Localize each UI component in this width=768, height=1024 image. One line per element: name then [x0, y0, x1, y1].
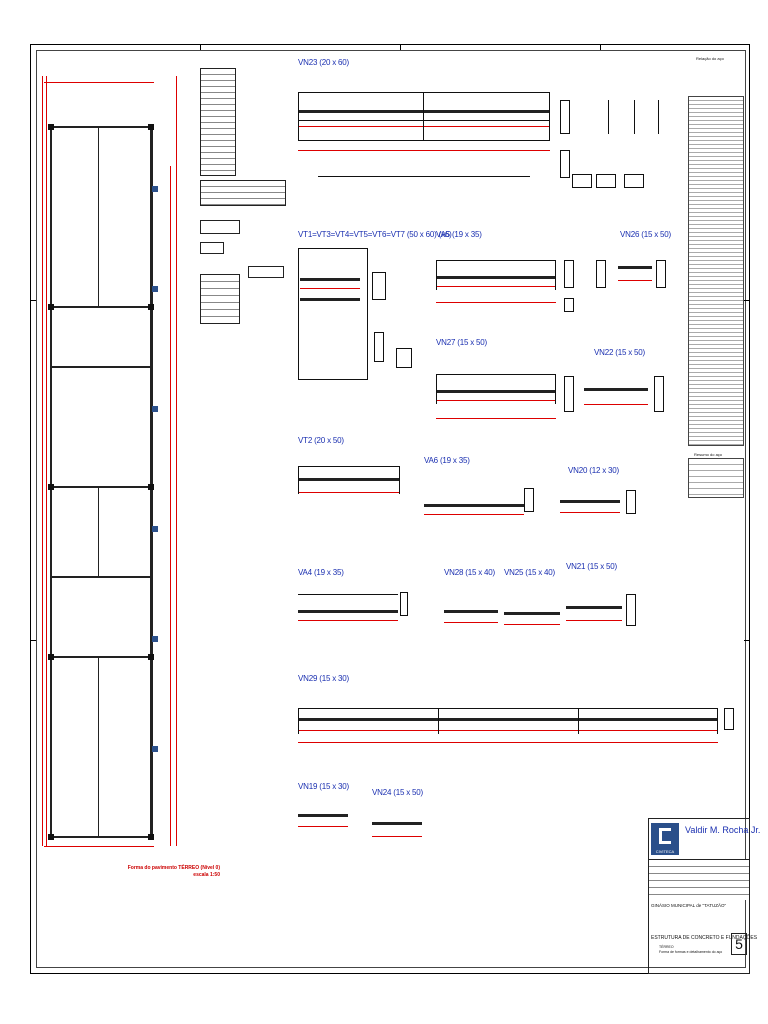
floor-plan	[40, 56, 190, 848]
beam-detail-vn25	[504, 590, 560, 650]
beam-sections-vt-group	[372, 330, 412, 380]
steel-summary-title: Resumo do aço	[694, 452, 723, 457]
drawing-frame	[36, 50, 746, 968]
steel-list-table	[688, 96, 744, 446]
beam-detail-vn27	[436, 354, 556, 444]
beam-detail-vn22	[564, 356, 674, 446]
beam-detail-vn29	[298, 690, 742, 770]
beam-detail-vt2	[298, 452, 400, 522]
beam-title-vn29: VN29 (15 x 30)	[298, 674, 350, 683]
engineer-name: Valdir M. Rocha Jr.	[685, 825, 761, 835]
beam-title-va5: VA5 (19 x 35)	[436, 230, 482, 239]
company-logo	[651, 823, 679, 851]
beam-title-vn19: VN19 (15 x 30)	[298, 782, 350, 791]
beam-detail-va6	[424, 474, 534, 544]
beam-detail-vn23	[298, 80, 550, 180]
project-name: GINÁSIO MUNICIPAL de "TATUZÃO"	[651, 903, 727, 908]
beam-detail-vn28	[444, 590, 498, 650]
steel-summary-table	[688, 458, 744, 498]
beam-title-vt-group: VT1=VT3=VT4=VT5=VT6=VT7 (50 x 60) (x6)	[298, 230, 452, 239]
beam-detail-vn21	[566, 580, 636, 650]
plan-caption-title: Forma do pavimento TÉRREO (Nível 0)	[127, 865, 220, 871]
beam-title-vn23: VN23 (20 x 60)	[298, 58, 350, 67]
beam-title-vn22: VN22 (15 x 50)	[594, 348, 646, 357]
steel-list-title: Relação do aço	[696, 56, 724, 61]
beam-title-vn21: VN21 (15 x 50)	[566, 562, 618, 571]
beam-detail-vn20	[560, 480, 650, 550]
company-logo-text: CIVITECA	[651, 849, 679, 855]
title-block: CIVITECA Valdir M. Rocha Jr. GINÁSIO MUN…	[648, 818, 760, 974]
frame-tick	[744, 300, 750, 301]
beam-detail-vn19	[298, 796, 358, 846]
beam-title-vn26: VN26 (15 x 50)	[620, 230, 672, 239]
drawing-level: TÉRREO	[659, 945, 674, 949]
drawing-sheet-border	[30, 44, 750, 974]
frame-tick	[744, 640, 750, 641]
beam-title-va4: VA4 (19 x 35)	[298, 568, 344, 577]
frame-tick	[30, 300, 36, 301]
drawing-description: Forma de formas e detalhamento do aço	[659, 950, 723, 954]
sheet-number: 5	[731, 933, 747, 955]
beam-title-vn25: VN25 (15 x 40)	[504, 568, 556, 577]
beam-title-vn20: VN20 (12 x 30)	[568, 466, 620, 475]
beam-detail-vn24	[372, 804, 428, 860]
frame-tick	[200, 44, 201, 50]
beam-title-va6: VA6 (19 x 35)	[424, 456, 470, 465]
beam-sections-va5	[562, 254, 612, 314]
frame-tick	[30, 640, 36, 641]
beam-title-vn27: VN27 (15 x 50)	[436, 338, 488, 347]
beam-detail-vn26	[618, 246, 668, 326]
beam-title-vn24: VN24 (15 x 50)	[372, 788, 424, 797]
beam-title-vn28: VN28 (15 x 40)	[444, 568, 496, 577]
beam-detail-va5	[436, 246, 556, 326]
beam-detail-va4	[298, 584, 408, 654]
beam-sections-vn23	[558, 98, 668, 208]
schedule-tables	[198, 64, 288, 364]
frame-tick	[400, 44, 401, 50]
drawing-part: ESTRUTURA DE CONCRETO E FUNDAÇÕES	[651, 935, 758, 941]
beam-title-vt2: VT2 (20 x 50)	[298, 436, 344, 445]
revision-table	[649, 859, 749, 900]
beam-detail-vt-group	[298, 248, 398, 380]
plan-caption: Forma do pavimento TÉRREO (Nível 0) esca…	[120, 865, 220, 879]
frame-tick	[600, 44, 601, 50]
plan-caption-scale: escala 1:50	[193, 872, 220, 878]
